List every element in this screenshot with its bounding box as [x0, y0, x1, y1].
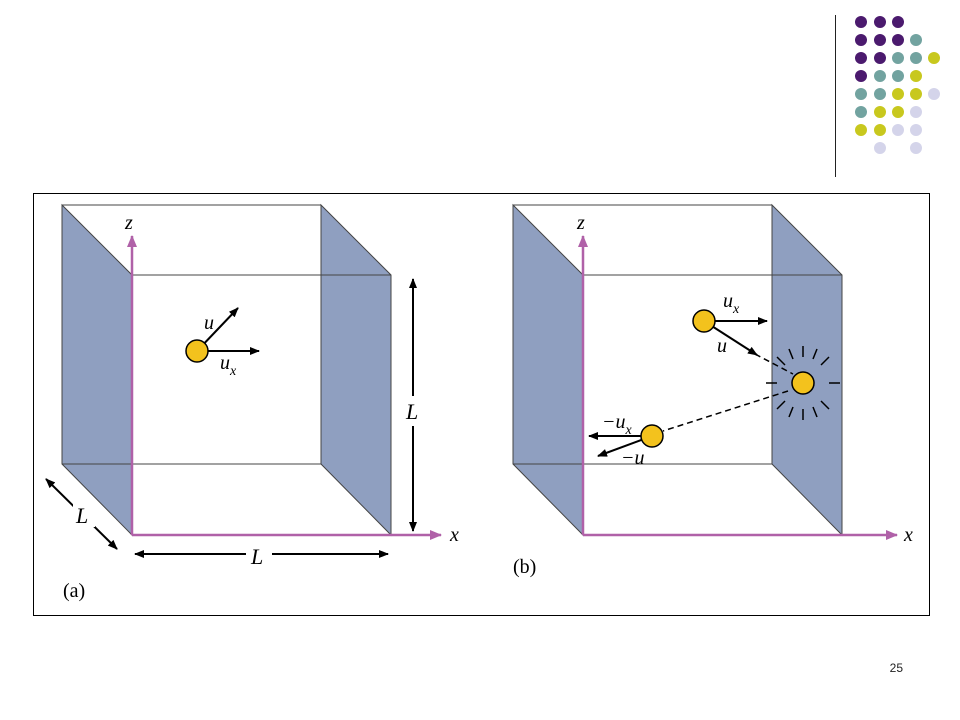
decorative-dot: [874, 34, 886, 46]
panel-a-ux-label: ux: [220, 352, 237, 379]
decorative-dot: [855, 52, 867, 64]
decorative-dot: [855, 16, 867, 28]
panel-a-particle: [185, 339, 209, 363]
panel-b-reflected-ux-label: −ux: [602, 411, 633, 438]
panel-a-left-wall: [62, 205, 132, 535]
decorative-dot: [874, 16, 886, 28]
panel-b-reflected-ux-base: −u: [602, 411, 626, 433]
decorative-dot: [892, 52, 904, 64]
decorative-dot: [910, 52, 922, 64]
panel-a-u-label: u: [204, 312, 214, 334]
panel-b-reflected-particle: [640, 424, 664, 448]
decorative-dot: [910, 70, 922, 82]
panel-b-incoming-particle: [692, 309, 716, 333]
panel-a-caption: (a): [63, 580, 85, 602]
decorative-dot: [892, 88, 904, 100]
panel-b-box: z x ux u: [512, 203, 913, 578]
decorative-dot: [892, 34, 904, 46]
decorative-dot: [910, 142, 922, 154]
panel-b-x-label: x: [903, 524, 913, 546]
decorative-dot: [928, 88, 940, 100]
decorative-dot: [910, 124, 922, 136]
panel-b-reflected-u-label: −u: [621, 447, 645, 469]
panel-a-ux-sub: x: [229, 364, 237, 379]
decorative-dot: [892, 16, 904, 28]
panel-b-reflected-ux-sub: x: [625, 423, 633, 438]
panel-b-ux-base: u: [723, 290, 733, 312]
panel-a-right-wall: [321, 205, 391, 535]
decorative-dot: [910, 34, 922, 46]
figure-frame: z x u ux L L L (a): [33, 193, 930, 616]
decorative-dot: [874, 142, 886, 154]
decorative-dot: [855, 124, 867, 136]
panel-a-x-label: x: [449, 524, 459, 546]
panel-b-ux-sub: x: [732, 302, 740, 317]
decorative-dot: [874, 124, 886, 136]
decorative-dot: [910, 106, 922, 118]
decorative-dot-grid: [855, 16, 940, 154]
panel-b-z-label: z: [576, 212, 585, 234]
decorative-dot: [874, 70, 886, 82]
panel-b-left-wall: [513, 205, 583, 535]
panel-b-right-wall: [772, 205, 842, 535]
decorative-dot: [874, 106, 886, 118]
panel-b-colliding-particle: [791, 371, 815, 395]
decorative-dot: [855, 106, 867, 118]
decorative-divider: [835, 15, 836, 177]
page-number: 25: [889, 661, 903, 675]
panel-b-ux-label: ux: [723, 290, 740, 317]
decorative-dot: [928, 52, 940, 64]
panel-b-u-label: u: [717, 335, 727, 357]
decorative-dot: [874, 88, 886, 100]
panel-a-ux-base: u: [220, 352, 230, 374]
decorative-dot: [892, 70, 904, 82]
panel-b-reflected-path: [662, 390, 789, 432]
decorative-dot: [910, 88, 922, 100]
panel-a-width-label: L: [250, 544, 263, 569]
panel-a-height-label: L: [405, 399, 418, 424]
decorative-dot: [892, 106, 904, 118]
panel-a-z-label: z: [124, 212, 133, 234]
decorative-dot: [874, 52, 886, 64]
decorative-dot: [855, 34, 867, 46]
panel-a-box: z x u ux L L L (a): [45, 203, 459, 602]
panel-b-caption: (b): [513, 556, 536, 578]
panel-b-collision-burst: [766, 346, 840, 420]
decorative-dot: [892, 124, 904, 136]
panel-a-depth-label: L: [75, 503, 88, 528]
decorative-dot: [855, 88, 867, 100]
decorative-dot: [855, 70, 867, 82]
panel-b-incoming-path: [754, 353, 794, 375]
